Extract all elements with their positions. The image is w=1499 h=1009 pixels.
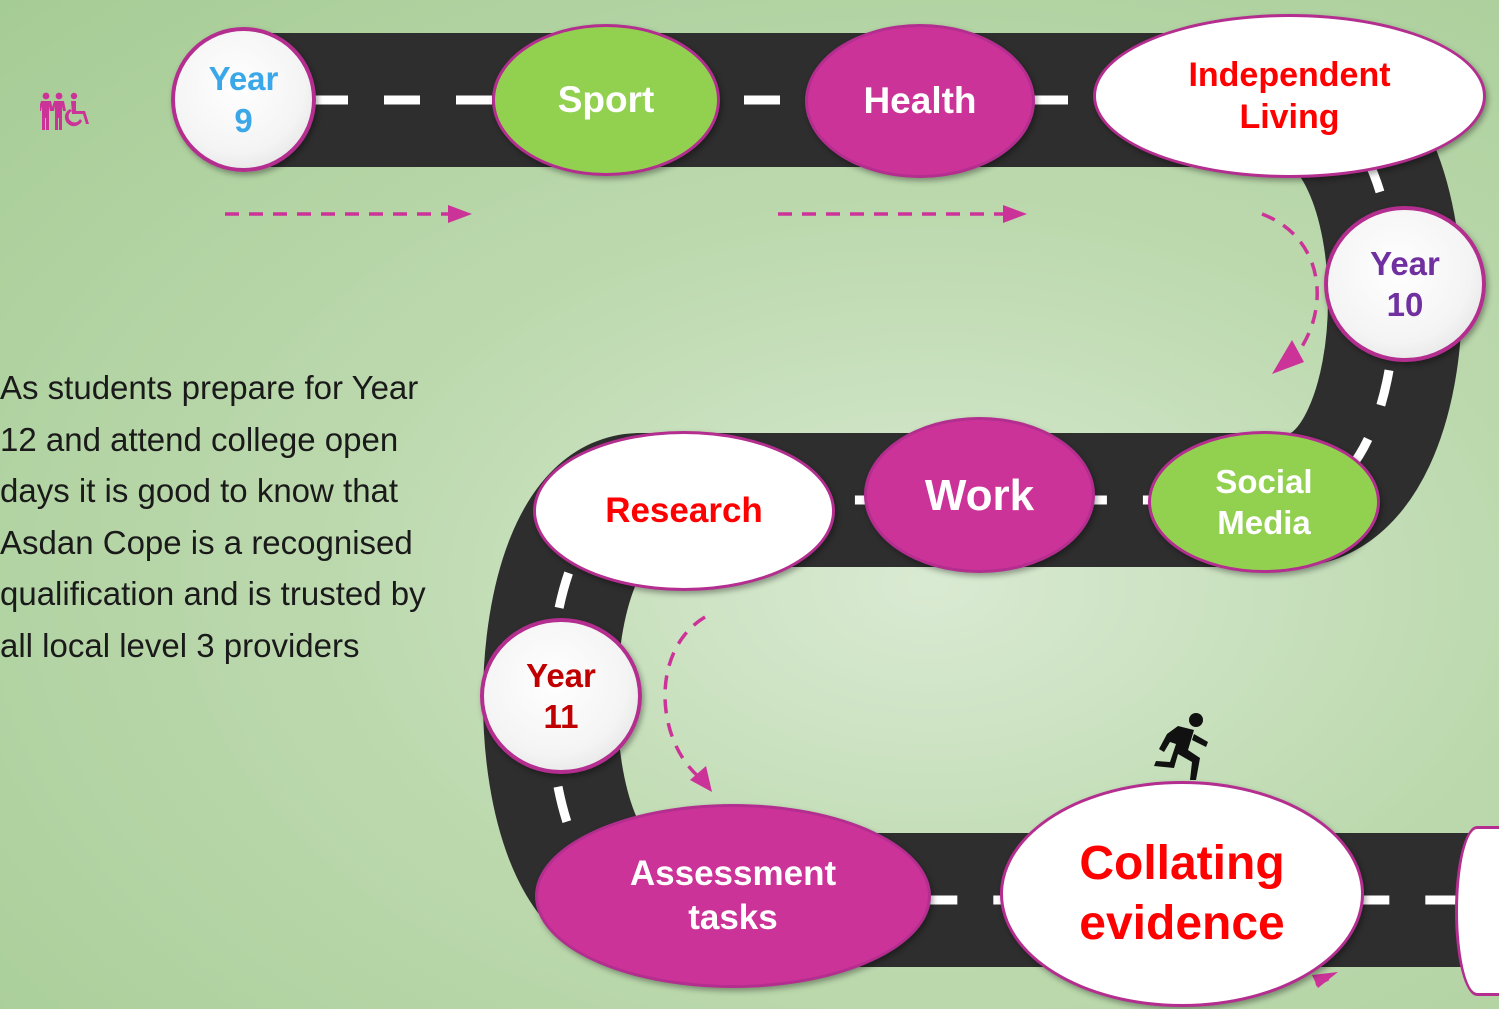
arrow-heads bbox=[448, 205, 1338, 988]
health-label: Health bbox=[863, 79, 977, 121]
independent-living-line2: Living bbox=[1239, 98, 1340, 136]
year-9-line2: 9 bbox=[234, 101, 253, 139]
assessment-tasks-line1: Assessment bbox=[629, 854, 837, 894]
stage-assessment-tasks: Assessment tasks bbox=[535, 804, 931, 988]
stage-work: Work bbox=[864, 417, 1095, 573]
year-10-line2: 10 bbox=[1386, 286, 1424, 323]
social-media-line2: Media bbox=[1217, 504, 1311, 541]
description-text: As students prepare for Year 12 and atte… bbox=[0, 369, 426, 664]
stage-research: Research bbox=[533, 431, 835, 591]
year-11-line2: 11 bbox=[543, 698, 579, 735]
independent-living-line1: Independent bbox=[1188, 55, 1391, 94]
stage-health: Health bbox=[805, 24, 1035, 178]
stage-year-10: Year 10 bbox=[1324, 206, 1486, 362]
arrow-4 bbox=[663, 615, 706, 780]
year-10-line1: Year bbox=[1370, 244, 1440, 282]
people-accessibility-icon bbox=[40, 92, 89, 130]
collating-evidence-line2: evidence bbox=[1079, 897, 1285, 950]
stage-collating-evidence: Collating evidence bbox=[1000, 781, 1364, 1007]
collating-evidence-line1: Collating bbox=[1079, 837, 1285, 890]
year-11-line1: Year bbox=[526, 656, 596, 694]
sport-label: Sport bbox=[557, 78, 655, 120]
work-label: Work bbox=[924, 470, 1035, 520]
stage-year-11: Year 11 bbox=[480, 618, 642, 774]
year-9-line1: Year bbox=[208, 60, 279, 98]
stage-partial-offscreen bbox=[1455, 826, 1499, 996]
assessment-tasks-line2: tasks bbox=[688, 898, 778, 937]
running-person-icon bbox=[1154, 713, 1208, 780]
social-media-line1: Social bbox=[1215, 462, 1313, 500]
arrow-3 bbox=[1261, 212, 1319, 364]
research-label: Research bbox=[605, 491, 763, 531]
stage-sport: Sport bbox=[492, 24, 720, 176]
